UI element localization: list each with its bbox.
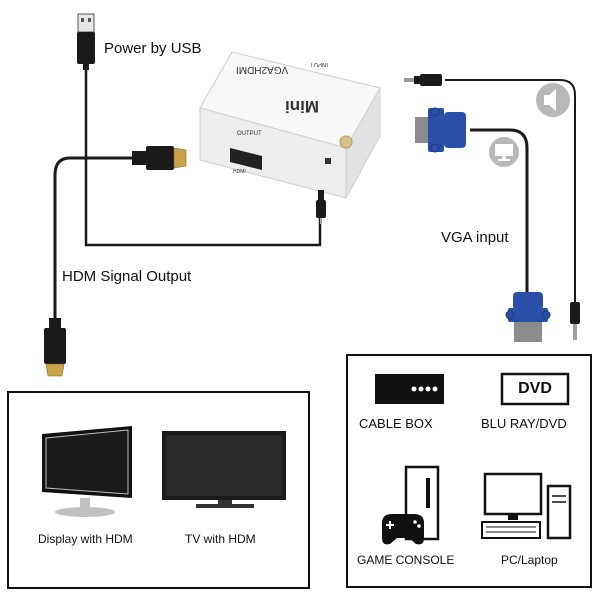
device-output-port-label: OUTPUT	[237, 131, 262, 137]
usb-plug-icon	[77, 13, 95, 70]
game-console-icon	[382, 465, 440, 545]
audio-cable	[445, 79, 576, 306]
device-hdmi-port-label: HDMI	[233, 169, 246, 175]
audio-plug-bottom-icon	[570, 302, 580, 340]
speaker-icon	[536, 83, 570, 117]
vga-plug-bottom-icon	[505, 292, 551, 342]
hdmi-output-label: HDM Signal Output	[62, 268, 192, 285]
vga-plug-top-icon	[415, 107, 466, 153]
tv-icon	[162, 431, 286, 508]
dvd-icon-text: DVD	[518, 380, 552, 397]
hdmi-plug-top-icon	[132, 146, 187, 170]
tv-label: TV with HDM	[185, 532, 256, 546]
monitor-circle-icon	[489, 137, 519, 167]
cable-box-icon	[375, 374, 444, 404]
converter-device	[199, 51, 381, 199]
display-monitor-icon	[42, 426, 132, 517]
hdmi-plug-bottom-icon	[44, 318, 66, 377]
pc-laptop-icon	[481, 472, 572, 540]
device-input-port-label: INPUT	[310, 61, 328, 67]
audio-plug-top-icon	[404, 74, 442, 86]
device-model-label: VGA2HDMI	[236, 64, 289, 75]
audio-jack-icon	[316, 190, 326, 224]
display-label: Display with HDM	[38, 532, 133, 546]
vga-cable	[470, 128, 529, 296]
power-label: Power by USB	[104, 40, 202, 57]
pc-laptop-label: PC/Laptop	[501, 553, 558, 567]
vga-input-label: VGA input	[441, 229, 509, 246]
cable-box-label: CABLE BOX	[359, 416, 433, 431]
game-console-label: GAME CONSOLE	[357, 553, 455, 567]
bluray-dvd-label: BLU RAY/DVD	[481, 416, 567, 431]
dvd-icon	[500, 372, 570, 406]
hdmi-output-cable	[53, 156, 135, 322]
device-brand-label: Mini	[285, 97, 319, 116]
